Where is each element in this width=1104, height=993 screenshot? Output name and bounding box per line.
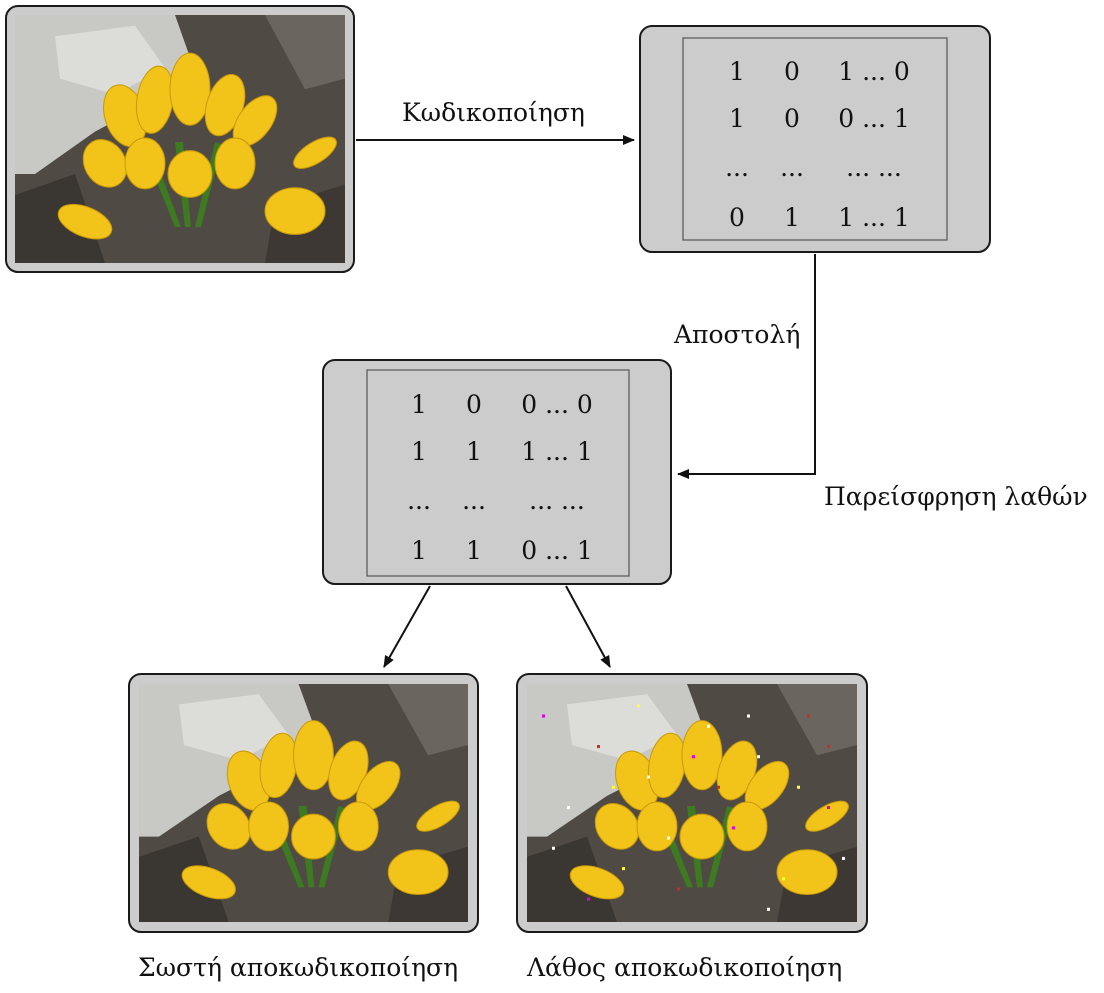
wrong-decoded-image	[527, 684, 857, 922]
edges	[356, 135, 816, 668]
noise-pixel	[587, 897, 590, 901]
arrow-send	[677, 254, 816, 479]
noise-pixel	[542, 714, 545, 718]
errors-label: Παρείσφρηση λαθών	[824, 482, 1088, 511]
matrix-cell: 1 ... 0	[838, 57, 910, 86]
matrix-cell: 0	[784, 57, 800, 86]
matrix-cell: 1	[411, 536, 427, 565]
matrix-cell: ...	[725, 153, 749, 182]
matrix-cell: ...	[780, 153, 804, 182]
matrix-cell: ... ...	[846, 153, 902, 182]
matrix-cell: ... ...	[529, 486, 585, 515]
matrix-cell: ...	[407, 486, 431, 515]
noise-pixels	[542, 704, 845, 911]
noise-pixel	[732, 826, 735, 830]
correct-decoded-image	[139, 684, 468, 922]
matrix-cell: 1	[466, 437, 482, 466]
noise-pixel	[757, 755, 760, 759]
matrix-cell: 1	[729, 57, 745, 86]
matrix-cell: 0	[784, 104, 800, 133]
noise-pixel	[667, 836, 670, 840]
matrix-cell: 1	[784, 203, 800, 232]
noise-pixel	[782, 877, 785, 881]
matrix-cell: 0	[466, 390, 482, 419]
noise-pixel	[612, 785, 615, 789]
original-image	[15, 15, 345, 263]
correct-image-node	[128, 673, 479, 933]
matrix-cell: 1	[729, 104, 745, 133]
noise-pixel	[827, 806, 830, 810]
noise-pixel	[692, 755, 695, 759]
noise-pixel	[677, 887, 680, 891]
wrong-decoding-label: Λάθος αποκωδικοποίηση	[527, 953, 843, 982]
received-matrix-node: 1 0 0 ... 0 1 1 1 ... 1...... ... ... 1 1 0 ... 1	[322, 359, 672, 585]
noise-pixel	[807, 714, 810, 718]
noise-pixel	[767, 907, 770, 911]
matrix-cell: 1 ... 1	[838, 203, 910, 232]
matrix-cell: ...	[462, 486, 486, 515]
noise-pixel	[842, 856, 845, 860]
original-image-node	[5, 5, 355, 273]
matrix-cell: 0 ... 1	[838, 104, 910, 133]
sent-matrix-node: 1 0 1 ... 0 1 0 0 ... 1...... ... ... 0 1 1 ... 1	[639, 25, 991, 253]
noise-pixel	[747, 714, 750, 718]
matrix-cell: 1	[411, 437, 427, 466]
noise-pixel	[552, 846, 555, 850]
noise-pixel	[717, 785, 720, 789]
encode-label: Κωδικοποίηση	[402, 98, 585, 127]
matrix-cell: 0	[729, 203, 745, 232]
noise-pixel	[622, 867, 625, 871]
noise-pixel	[597, 745, 600, 749]
noise-pixel	[797, 785, 800, 789]
noise-pixel	[827, 745, 830, 749]
noise-pixel	[647, 775, 650, 779]
noise-pixel	[567, 806, 570, 810]
matrix-cell: 1 ... 1	[521, 437, 593, 466]
noise-pixel	[637, 704, 640, 708]
send-label: Αποστολή	[674, 320, 801, 349]
arrow-correct	[383, 585, 431, 668]
matrix-cell: 1	[466, 536, 482, 565]
noise-pixel	[707, 724, 710, 728]
matrix-cell: 1	[411, 390, 427, 419]
arrow-wrong	[565, 585, 611, 668]
matrix-cell: 0 ... 1	[521, 536, 593, 565]
correct-decoding-label: Σωστή αποκωδικοποίηση	[138, 953, 459, 982]
matrix-cell: 0 ... 0	[521, 390, 593, 419]
wrong-image-node	[516, 673, 868, 933]
